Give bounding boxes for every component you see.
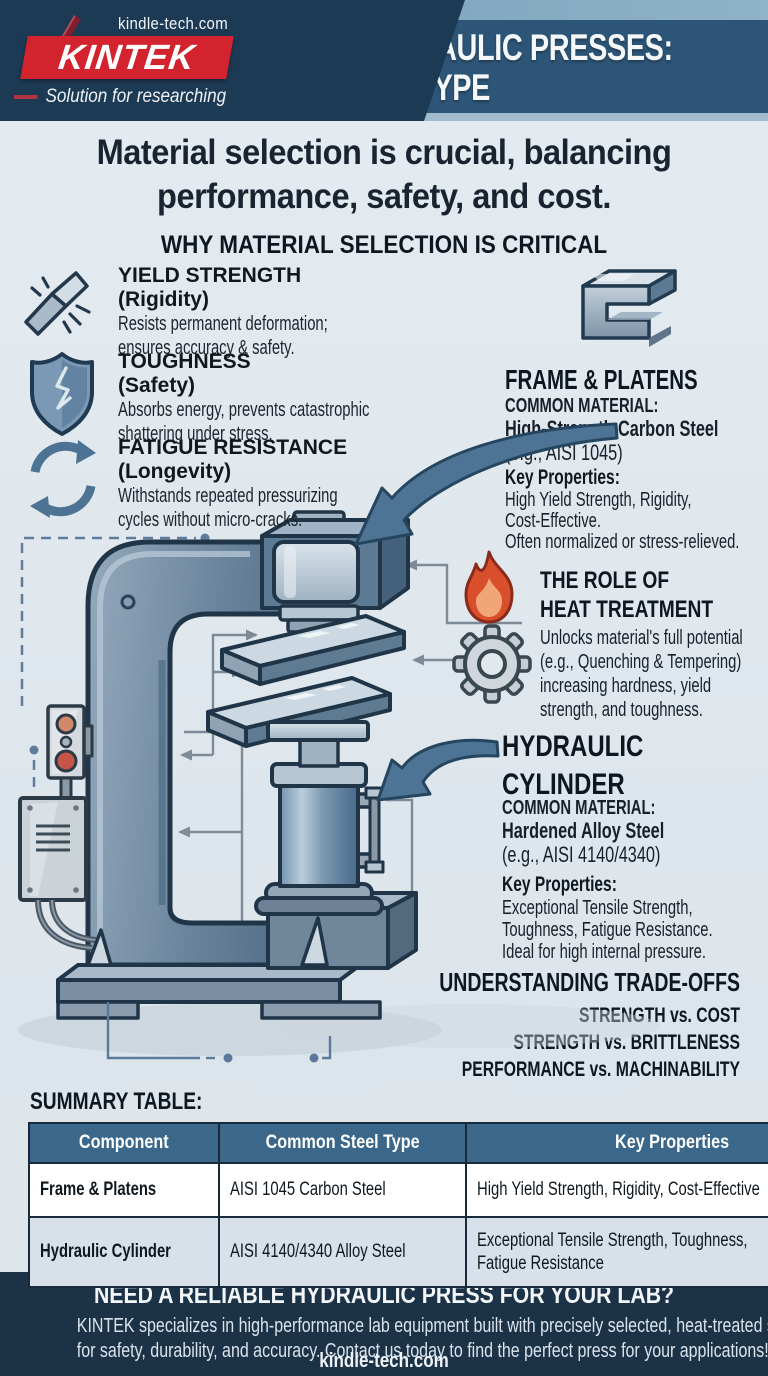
flame-icon: [464, 550, 514, 624]
property-subtitle: (Longevity): [118, 460, 232, 483]
control-pendant: [46, 704, 94, 800]
property-desc: Withstands repeated pressurizing cycles …: [118, 485, 338, 531]
property-title: TOUGHNESS: [118, 350, 251, 373]
key-line: Toughness, Fatigue Resistance.: [502, 919, 713, 941]
section-title-why: WHY MATERIAL SELECTION IS CRITICAL: [160, 231, 608, 259]
property-toughness: TOUGHNESS (Safety) Absorbs energy, preve…: [118, 350, 503, 446]
table-header-row: Component Common Steel Type Key Properti…: [28, 1122, 768, 1164]
table-header-steel-type: Common Steel Type: [217, 1122, 467, 1164]
footer-website: kindle-tech.com: [319, 1350, 449, 1372]
key-label: Key Properties:: [502, 873, 617, 896]
property-yield-strength: YIELD STRENGTH (Rigidity) Resists perman…: [118, 264, 448, 360]
key-line: Ideal for high internal pressure.: [502, 941, 707, 963]
ht-desc-line: increasing hardness, yield: [540, 675, 712, 697]
gear-icon: [452, 624, 532, 704]
key-line: Cost-Effective.: [505, 510, 601, 532]
key-line: Often normalized or stress-relieved.: [505, 531, 740, 553]
material-label: COMMON MATERIAL:: [502, 797, 656, 819]
footer-description: KINTEK specializes in high-performance l…: [76, 1314, 768, 1364]
table-cell: AISI 4140/4340 Alloy Steel: [217, 1216, 467, 1288]
tagline-text: Solution for researching: [45, 86, 227, 107]
tagline-dash-icon: [14, 94, 38, 99]
ht-desc-line: strength, and toughness.: [540, 699, 703, 721]
material-label: COMMON MATERIAL:: [505, 395, 659, 417]
trade-offs-block: UNDERSTANDING TRADE-OFFS STRENGTH vs. CO…: [425, 966, 740, 1083]
property-desc: Absorbs energy, prevents catastrophic sh…: [118, 399, 370, 445]
footer-desc-line1: KINTEK specializes in high-performance l…: [76, 1315, 768, 1337]
trade-off-item: PERFORMANCE vs. MACHINABILITY: [461, 1058, 740, 1081]
press-c-frame: [85, 539, 355, 968]
hc-title-line1: HYDRAULIC: [502, 730, 644, 763]
table-cell: High Yield Strength, Rigidity, Cost-Effe…: [464, 1162, 768, 1218]
table-row: Hydraulic Cylinder AISI 4140/4340 Alloy …: [28, 1216, 768, 1288]
key-line: Exceptional Tensile Strength,: [502, 897, 693, 919]
trade-off-item: STRENGTH vs. BRITTLENESS: [513, 1031, 740, 1054]
header-banner: STEEL IN HYDRAULIC PRESSES: IT'S NOT ONE…: [0, 0, 768, 121]
kintek-logo: KINTEK: [20, 36, 234, 79]
bent-bar-icon: [24, 271, 91, 336]
main-headline-line2: performance, safety, and cost.: [157, 177, 611, 216]
hydraulic-cylinder-material: COMMON MATERIAL: Hardened Alloy Steel (e…: [502, 798, 721, 867]
summary-table-title: SUMMARY TABLE:: [30, 1088, 203, 1115]
heat-treatment-desc: Unlocks material's full potential (e.g.,…: [540, 626, 768, 722]
cycle-arrows-icon: [30, 440, 96, 518]
heat-treatment-title: THE ROLE OF HEAT TREATMENT: [540, 566, 713, 624]
table-cell: Hydraulic Cylinder: [28, 1216, 220, 1288]
hydraulic-press-illustration: [18, 510, 660, 1063]
hc-title-line2: CYLINDER: [502, 768, 625, 801]
table-header-component: Component: [28, 1122, 220, 1164]
material-example: (e.g., AISI 4140/4340): [502, 842, 661, 867]
heat-treatment-title-line1: THE ROLE OF: [540, 567, 670, 594]
key-label: Key Properties:: [505, 466, 620, 489]
main-headline-line1: Material selection is crucial, balancing: [96, 133, 672, 172]
dashed-guide-lines: [20, 536, 196, 794]
down-left-arrow-icon: [376, 738, 500, 802]
table-row: Frame & Platens AISI 1045 Carbon Steel H…: [28, 1162, 768, 1218]
logo-panel: kindle-tech.com KINTEK Solution for rese…: [0, 0, 465, 121]
ht-desc-line: Unlocks material's full potential: [540, 627, 743, 649]
c-frame-block-icon: [581, 269, 677, 347]
trade-offs-title: UNDERSTANDING TRADE-OFFS: [439, 967, 740, 997]
ht-desc-line: (e.g., Quenching & Tempering): [540, 651, 742, 673]
trade-off-item: STRENGTH vs. COST: [578, 1004, 740, 1027]
table-cell: Frame & Platens: [28, 1162, 220, 1218]
table-cell: Exceptional Tensile Strength, Toughness,…: [464, 1216, 768, 1288]
frame-platens-title: FRAME & PLATENS: [505, 364, 698, 395]
material-value: Hardened Alloy Steel: [502, 818, 665, 843]
property-fatigue-resistance: FATIGUE RESISTANCE (Longevity) Withstand…: [118, 436, 438, 532]
summary-table: Component Common Steel Type Key Properti…: [28, 1122, 768, 1288]
press-hydraulic-cylinder: [254, 720, 385, 916]
key-line: High Yield Strength, Rigidity,: [505, 489, 692, 511]
footer-desc-line2: for safety, durability, and accuracy. Co…: [76, 1340, 768, 1362]
hydraulic-cylinder-key-properties: Key Properties: Exceptional Tensile Stre…: [502, 872, 768, 963]
table-cell: AISI 1045 Carbon Steel: [217, 1162, 467, 1218]
header-website: kindle-tech.com: [118, 14, 229, 33]
property-title: YIELD STRENGTH: [118, 264, 302, 287]
table-header-key-properties: Key Properties: [464, 1122, 768, 1164]
logo-tagline: Solution for researching: [14, 86, 226, 108]
bottom-guide-lines: [106, 1002, 332, 1060]
press-base: [56, 928, 382, 1020]
electrical-box: [18, 796, 97, 951]
down-left-arrow-icon: [354, 422, 619, 546]
property-subtitle: (Safety): [118, 374, 196, 397]
property-subtitle: (Rigidity): [118, 288, 209, 311]
property-desc: Resists permanent deformation; ensures a…: [118, 313, 328, 359]
hydraulic-cylinder-title: HYDRAULIC CYLINDER: [502, 728, 643, 804]
property-title: FATIGUE RESISTANCE: [118, 436, 348, 459]
cracked-shield-icon: [30, 352, 94, 436]
kintek-logo-text: KINTEK: [56, 38, 198, 77]
frame-platens-key-properties: Key Properties: High Yield Strength, Rig…: [505, 466, 768, 553]
heat-treatment-title-line2: HEAT TREATMENT: [540, 596, 714, 623]
